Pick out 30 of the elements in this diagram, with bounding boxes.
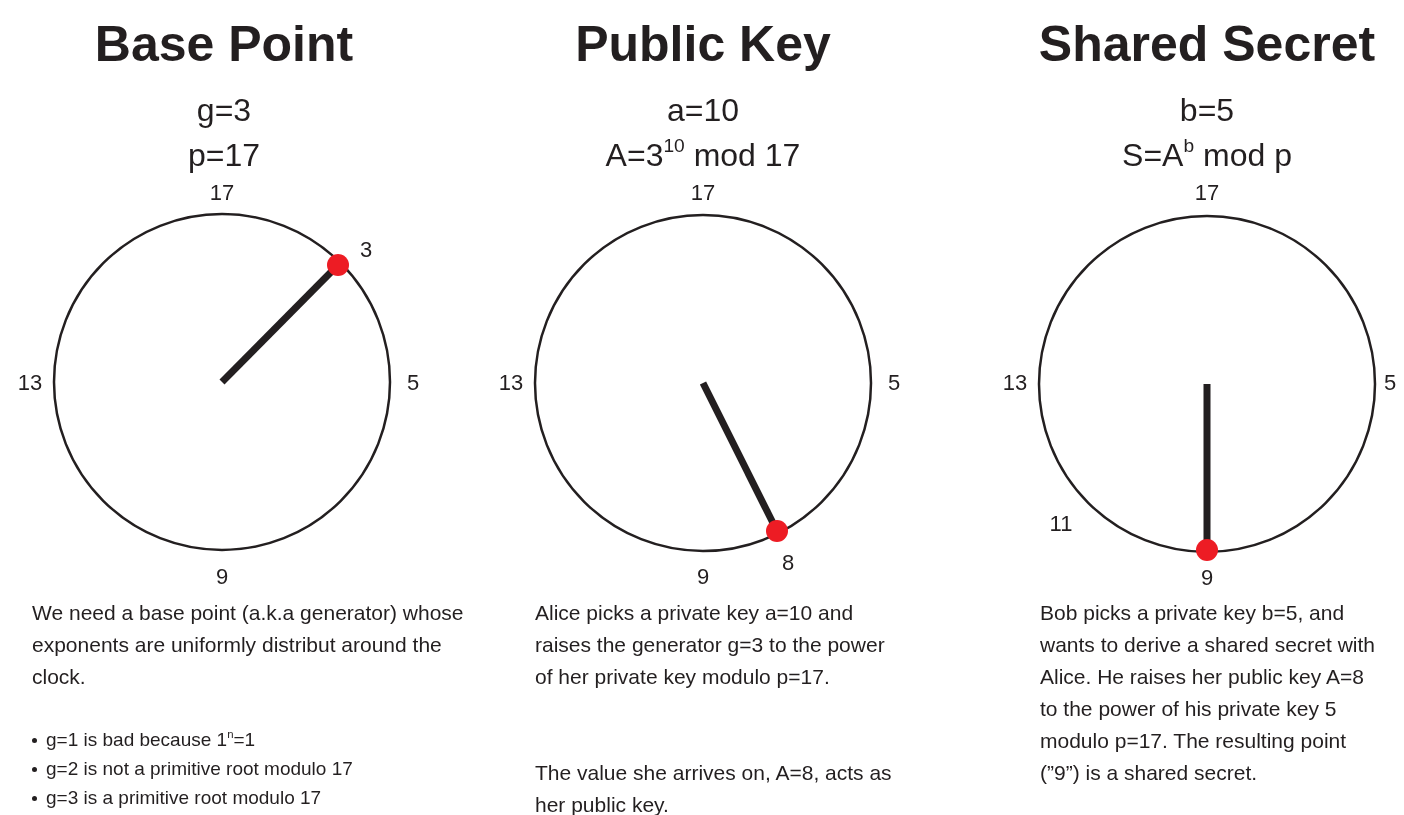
description-text: Alice picks a private key a=10 and raises the generator g=3 to the power of her private key modulo p=17. xyxy=(535,600,886,690)
clock-number: 5 xyxy=(406,370,420,396)
panel-title: Public Key xyxy=(575,16,831,74)
clock-number: 9 xyxy=(696,564,710,590)
description-text: Bob picks a private key b=5, and wants to derive a shared secret with Alice. He raises her public key A=8 to the power of his private key 5 modulo p=17. The resulting point (”9”) is a shared secret. xyxy=(1040,600,1376,786)
formula-text: p=17 xyxy=(187,136,261,174)
clock-number: 17 xyxy=(690,180,716,206)
clock-number: 3 xyxy=(359,237,373,263)
panel-title: Base Point xyxy=(94,16,354,74)
description-text: We need a base point (a.k.a generator) whose exponents are uniformly distribut around the clock. xyxy=(32,600,465,690)
clock-number: 17 xyxy=(209,180,235,206)
formula-text: a=10 xyxy=(666,91,740,129)
panel-title: Shared Secret xyxy=(1038,16,1376,74)
clock-number: 13 xyxy=(498,370,524,396)
formula-text: b=5 xyxy=(1179,91,1235,129)
clock-number: 13 xyxy=(17,370,43,396)
clock-number: 9 xyxy=(215,564,229,590)
clock-number: 13 xyxy=(1002,370,1028,396)
clock-number: 8 xyxy=(781,550,795,576)
bullet-text: g=1 is bad because 1$^{n}$=1 xyxy=(30,725,256,754)
clock-number: 5 xyxy=(887,370,901,396)
clock-number: 17 xyxy=(1194,180,1220,206)
bullet-text: g=3 is a primitive root modulo 17 xyxy=(30,783,322,812)
clock-number: 9 xyxy=(1200,565,1214,591)
formula-text: A=3$^{10}$ mod 17 xyxy=(605,136,801,174)
clock-number: 5 xyxy=(1383,370,1397,396)
formula-text: S=A$^{b}$ mod p xyxy=(1122,136,1292,174)
clock-number: 11 xyxy=(1049,511,1073,537)
formula-text: g=3 xyxy=(196,91,252,129)
bullet-text: g=2 is not a primitive root modulo 17 xyxy=(30,754,353,783)
